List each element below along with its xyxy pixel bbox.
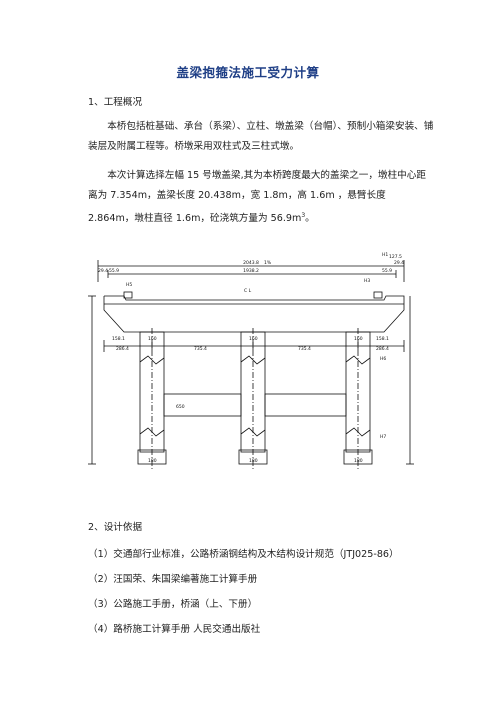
column-label-1: 160 [148, 336, 157, 342]
section-1-heading: 1、工程概况 [88, 97, 143, 108]
pile-label-2: 180 [249, 458, 258, 464]
cubic-superscript: 3 [301, 212, 306, 219]
dim-overhang-right: 286.4 [376, 346, 389, 352]
paragraph-2-end: 。 [305, 213, 315, 225]
section-1-paragraph-1: 本桥包括桩基础、承台（系梁）、立柱、墩盖梁（台帽）、预制小箱梁安装、铺装层及附属… [88, 121, 434, 152]
section-1-paragraph-2: 本次计算选择左幅 15 号墩盖梁,其为本桥跨度最大的盖梁之一，墩柱中心距离为 7… [88, 166, 434, 229]
label-h6: H6 [380, 356, 386, 362]
paragraph-2-text: 本次计算选择左幅 15 号墩盖梁,其为本桥跨度最大的盖梁之一，墩柱中心距离为 7… [88, 170, 426, 225]
page-title: 盖梁抱箍法施工受力计算 [176, 65, 320, 80]
dim-side-left-2: 55.9 [109, 268, 119, 274]
column-label-2: 160 [249, 336, 258, 342]
pile-label-1: 180 [148, 458, 157, 464]
dim-side-right: 55.9 [382, 268, 392, 274]
dim-span-2: 735.4 [298, 346, 311, 352]
reference-item: （3）公路施工手册，桥涵（上、下册） [88, 599, 258, 610]
label-h5: H5 [126, 282, 132, 288]
dim-cantilever-right: 158.1 [376, 336, 389, 342]
reference-item: （2）汪国荣、朱国梁编著施工计算手册 [88, 574, 258, 585]
centerline-label: C L [244, 288, 252, 294]
dim-side-right-2: 29.4 [394, 260, 404, 266]
column-label-3: 160 [354, 336, 363, 342]
tie-beam-label: 650 [176, 404, 185, 410]
reference-item: （4）路桥施工计算手册 人民交通出版社 [88, 624, 261, 635]
label-right-top: 127.5 [389, 254, 402, 260]
dim-overhang-left: 286.4 [116, 346, 129, 352]
label-h1: H1 [382, 252, 388, 258]
pier-cap-drawing: 2043.8 1938.2 29.4 55.9 55.9 29.4 127.5 … [88, 252, 414, 470]
label-h7: H7 [380, 434, 386, 440]
dim-side-left: 29.4 [98, 268, 108, 274]
dim-inner: 1938.2 [243, 268, 259, 274]
section-2-heading: 2、设计依据 [88, 522, 143, 533]
dim-span-1: 735.4 [194, 346, 207, 352]
dim-total: 2043.8 [243, 260, 259, 266]
dim-cantilever-left: 158.1 [112, 336, 125, 342]
reference-item: （1）交通部行业标准，公路桥涵钢结构及木结构设计规范（JTJ025-86） [88, 549, 399, 560]
pile-label-3: 180 [354, 458, 363, 464]
label-h3: H3 [364, 278, 370, 284]
label-slope: 1% [264, 260, 272, 266]
